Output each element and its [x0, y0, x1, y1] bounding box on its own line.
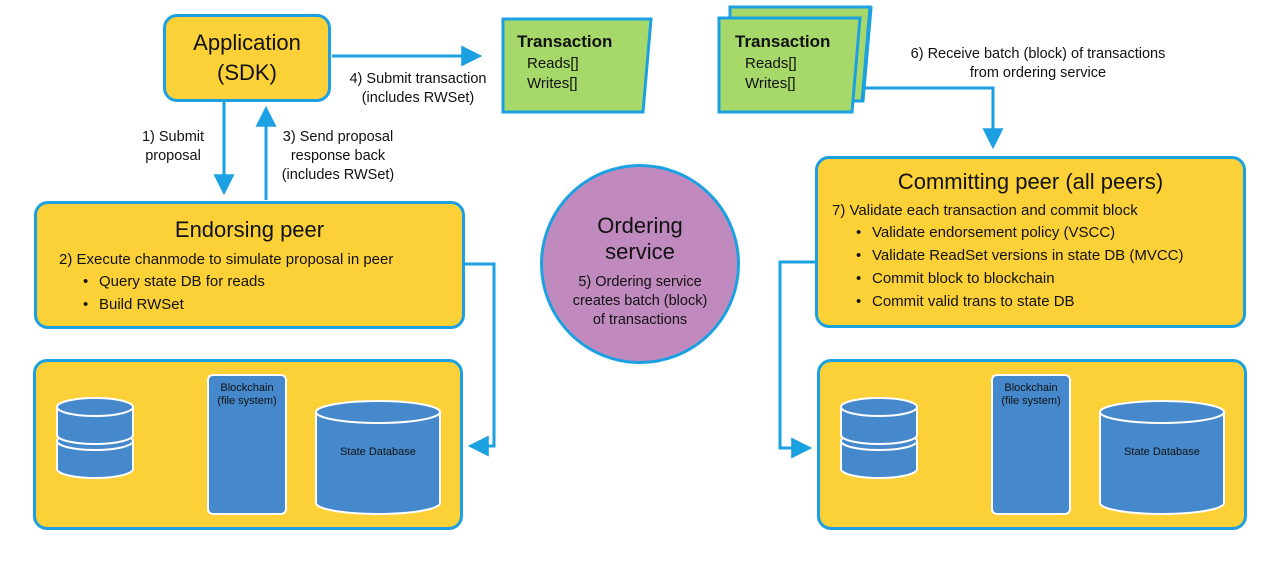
ordering-title-line2: service	[605, 239, 675, 264]
application-box: Application (SDK)	[163, 14, 331, 102]
endorsing-peer-bullets: Query state DB for reads Build RWSet	[37, 270, 462, 316]
committing-peer-bullet: Commit valid trans to state DB	[850, 290, 1243, 313]
block-transaction-writes: Writes[]	[745, 75, 796, 92]
arrow-committer-to-storage	[778, 260, 815, 459]
blockchain-file-system-left: Blockchain (file system)	[207, 374, 287, 515]
application-title-line1: Application	[193, 30, 301, 55]
state-database-cylinder-right	[1099, 400, 1225, 515]
state-database-cylinder-left	[315, 400, 441, 515]
endorsing-peer-bullet: Query state DB for reads	[77, 270, 462, 293]
block-transaction-title: Transaction	[735, 32, 831, 51]
label-send-response: 3) Send proposal response back (includes…	[281, 129, 395, 183]
ordering-title-line1: Ordering	[597, 213, 683, 238]
ordering-service-circle: Ordering service 5) Ordering service cre…	[540, 164, 740, 364]
arrow-endorser-to-storage	[464, 262, 496, 457]
transaction-writes: Writes[]	[527, 75, 578, 92]
endorsing-peer-box: Endorsing peer 2) Execute chanmode to si…	[34, 201, 465, 329]
endorsing-peer-step: 2) Execute chanmode to simulate proposal…	[59, 251, 394, 268]
committing-peer-bullet: Commit block to blockchain	[850, 267, 1243, 290]
transaction-reads: Reads[]	[527, 55, 579, 72]
blockchain-file-system-right: Blockchain (file system)	[991, 374, 1071, 515]
database-icon-left	[56, 397, 134, 479]
committing-peer-title: Committing peer (all peers)	[897, 169, 1164, 194]
committing-peer-step: 7) Validate each transaction and commit …	[832, 202, 1138, 219]
label-submit-transaction: 4) Submit transaction (includes RWSet)	[349, 71, 487, 106]
state-database-label-right: State Database	[1124, 446, 1200, 458]
endorsing-peer-bullet: Build RWSet	[77, 293, 462, 316]
label-submit-proposal: 1) Submit proposal	[141, 129, 205, 164]
block-shape-front	[717, 16, 862, 114]
state-database-label-left: State Database	[340, 446, 416, 458]
ordering-description: 5) Ordering service creates batch (block…	[572, 274, 708, 328]
transaction-shape	[501, 17, 653, 114]
block-transaction-reads: Reads[]	[745, 55, 797, 72]
application-title-line2: (SDK)	[217, 60, 277, 85]
transaction-block-document: Transaction Reads[] Writes[]	[735, 32, 855, 94]
endorsing-peer-title: Endorsing peer	[174, 217, 325, 242]
database-icon-right	[840, 397, 918, 479]
committing-peer-bullet: Validate ReadSet versions in state DB (M…	[850, 244, 1243, 267]
transaction-title: Transaction	[517, 32, 613, 51]
label-receive-batch: 6) Receive batch (block) of transactions…	[910, 46, 1166, 81]
arrow-receive-batch	[856, 86, 1004, 150]
committing-peer-bullets: Validate endorsement policy (VSCC) Valid…	[818, 221, 1243, 313]
committing-peer-box: Committing peer (all peers) 7) Validate …	[815, 156, 1246, 328]
committing-peer-bullet: Validate endorsement policy (VSCC)	[850, 221, 1243, 244]
transaction-document: Transaction Reads[] Writes[]	[517, 32, 637, 94]
